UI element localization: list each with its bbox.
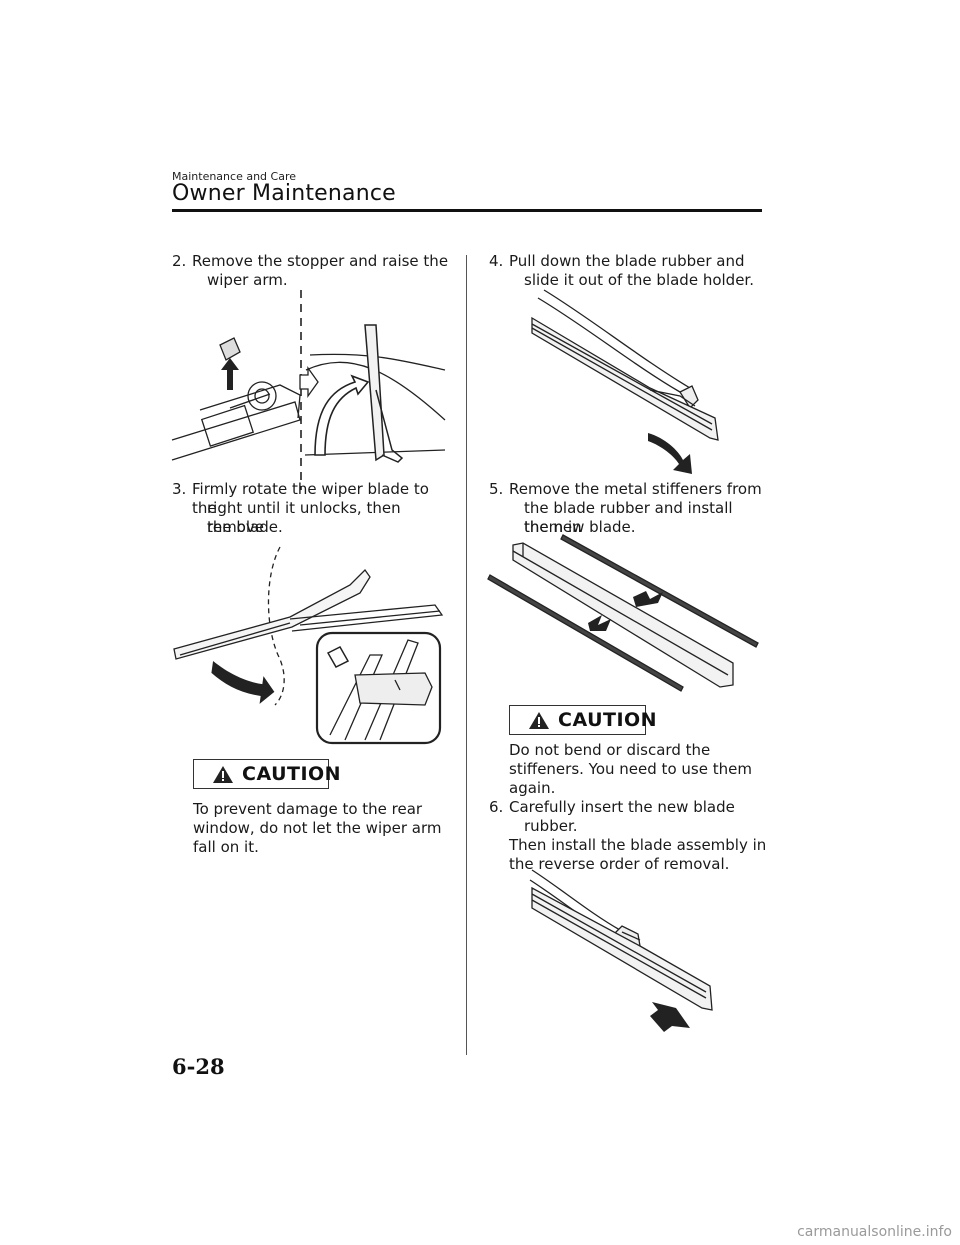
header-divider [172,209,762,212]
step-number: 4. [489,252,504,270]
caution-label: CAUTION [558,709,658,731]
step-3: 3. Firmly rotate the wiper blade to the … [172,480,457,540]
caution-text-line: stiffeners. You need to use them [509,760,752,778]
warning-triangle-icon [213,765,233,783]
caution-banner: CAUTION [193,759,341,789]
caution-text-line: To prevent damage to the rear [193,800,423,818]
column-divider [466,255,467,1055]
step-text-line: wiper arm. [207,271,288,289]
step-text-line: Carefully insert the new blade [509,798,735,816]
section-label: Maintenance and Care [172,170,296,183]
caution-text-line: again. [509,779,556,797]
step-text-line: the blade. [207,518,283,536]
step-number: 2. [172,252,187,270]
step-5: 5. Remove the metal stiffeners from the … [489,480,774,540]
caution-text-line: window, do not let the wiper arm [193,819,442,837]
page-number: 6-28 [172,1054,225,1079]
rotate-blade-illustration [173,546,444,745]
stiffeners-illustration [487,534,759,692]
step-text-line: Remove the metal stiffeners from [509,480,762,498]
step-4: 4. Pull down the blade rubber and slide … [489,252,774,292]
step-number: 6. [489,798,504,816]
remove-stopper-illustration [171,290,446,490]
step-number: 3. [172,480,187,498]
step-text-line: Remove the stopper and raise the [192,252,449,270]
step-6: 6. Carefully insert the new blade rubber… [489,798,774,878]
step-2: 2. Remove the stopper and raise the wipe… [172,252,457,292]
step-text-line: the reverse order of removal. [509,855,730,873]
caution-text: Do not bend or discard the stiffeners. Y… [509,741,769,798]
warning-triangle-icon [529,711,549,729]
step-text-line: Pull down the blade rubber and [509,252,745,270]
step-text-line: slide it out of the blade holder. [524,271,754,289]
step-text-line: Then install the blade assembly in [509,836,767,854]
step-text-line: the blade rubber and install them in [524,499,733,536]
caution-label: CAUTION [242,763,342,785]
step-text-line: rubber. [524,817,578,835]
step-text-line: right until it unlocks, then remove [207,499,401,536]
step-number: 5. [489,480,504,498]
step-text-line: Firmly rotate the wiper blade to the [192,480,429,517]
footer-watermark: carmanualsonline.info [797,1224,952,1240]
caution-banner: CAUTION [509,705,657,735]
page-title: Owner Maintenance [172,181,396,206]
caution-text-line: fall on it. [193,838,259,856]
caution-text: To prevent damage to the rear window, do… [193,800,453,857]
caution-text-line: Do not bend or discard the [509,741,711,759]
step-text-line: the new blade. [524,518,636,536]
pull-rubber-illustration [531,289,719,474]
insert-rubber-illustration [529,869,713,1032]
